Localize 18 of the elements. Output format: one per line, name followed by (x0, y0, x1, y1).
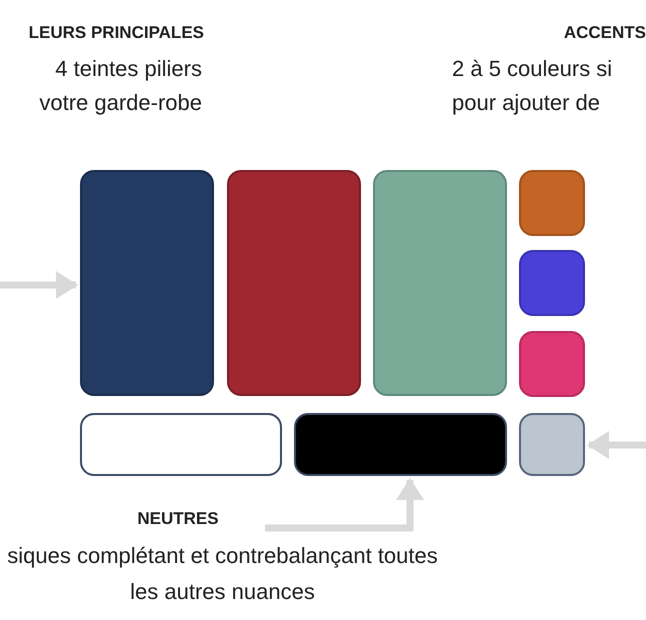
color-block (294, 413, 507, 476)
description-text: 2 à 5 couleurs si pour ajouter de (452, 55, 614, 117)
section-heading: NEUTRES (136, 508, 220, 530)
section-heading: LEURS PRINCIPALES (28, 22, 204, 44)
color-block (519, 331, 585, 397)
color-block (227, 170, 361, 396)
description-text: 4 teintes piliers votre garde-robe (38, 55, 202, 117)
section-heading: ACCENTS (562, 22, 646, 44)
description-text: siques complétant et contrebalançant toutes les autres nuances (6, 542, 439, 606)
color-block (80, 170, 214, 396)
arrow (265, 478, 424, 532)
color-block (519, 250, 585, 316)
color-block (519, 170, 585, 236)
color-block (519, 413, 585, 476)
color-block (80, 413, 282, 476)
arrow (587, 431, 646, 459)
arrow (0, 271, 78, 299)
color-block (373, 170, 507, 396)
